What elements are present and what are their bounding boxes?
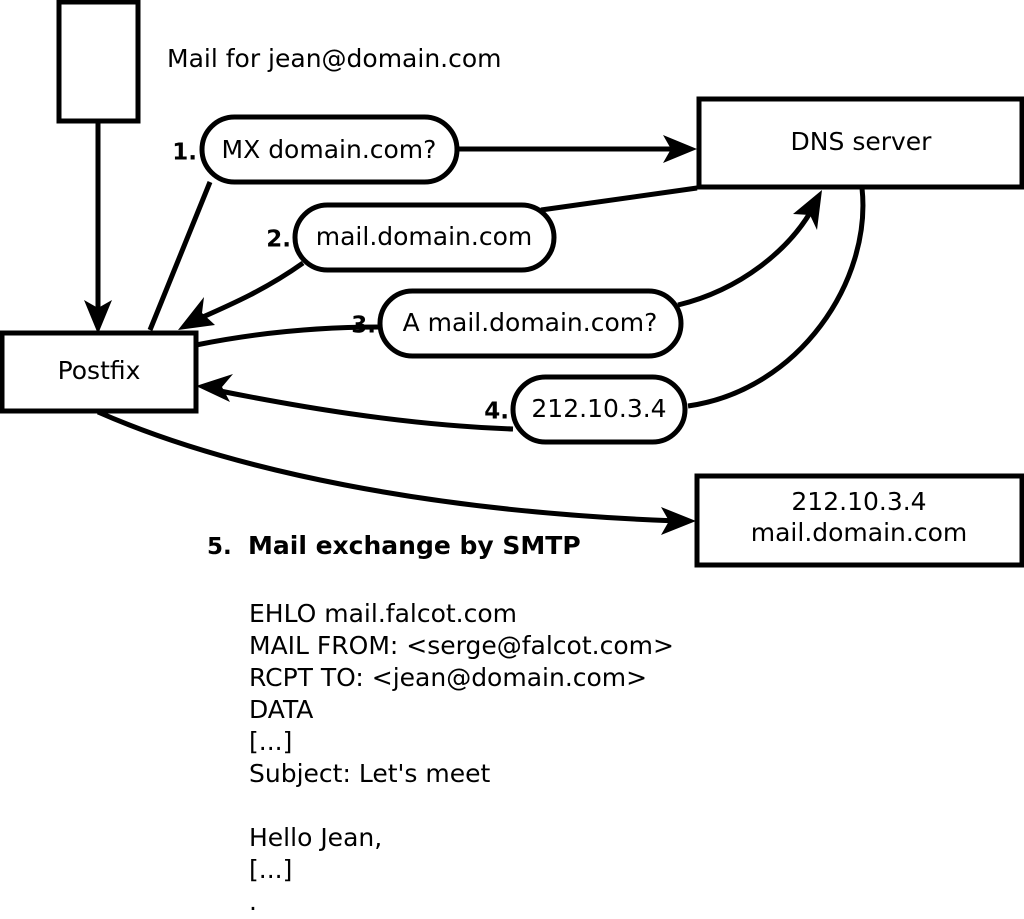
message-bubble-3[interactable]: A mail.domain.com? bbox=[377, 288, 684, 359]
edge-step1-bubble-to-dns bbox=[458, 135, 697, 163]
edge-step3-postfix-to-bubble bbox=[195, 324, 381, 348]
transcript-line-8: [...] bbox=[249, 855, 292, 884]
step-number-3: 3. bbox=[351, 313, 376, 339]
node-mail-server-ip: 212.10.3.4 bbox=[791, 487, 926, 516]
step-number-5: 5. bbox=[207, 534, 232, 560]
edge-step4-dns-to-bubble bbox=[687, 187, 866, 409]
node-postfix[interactable]: Postfix bbox=[0, 330, 199, 414]
smtp-transcript: EHLO mail.falcot.com MAIL FROM: <serge@f… bbox=[249, 599, 674, 916]
transcript-line-5: Subject: Let's meet bbox=[249, 759, 490, 788]
mail-for-caption: Mail for jean@domain.com bbox=[167, 44, 502, 73]
node-client[interactable] bbox=[56, 0, 141, 124]
edge-step1-postfix-to-bubble bbox=[147, 181, 213, 331]
node-dns-server[interactable]: DNS server bbox=[696, 96, 1024, 190]
transcript-line-9: . bbox=[249, 887, 257, 916]
message-bubble-1[interactable]: MX domain.com? bbox=[199, 114, 460, 185]
message-bubble-3-label: A mail.domain.com? bbox=[403, 308, 658, 337]
message-bubble-2[interactable]: mail.domain.com bbox=[292, 202, 557, 273]
message-bubble-4-label: 212.10.3.4 bbox=[531, 394, 666, 423]
step-number-4: 4. bbox=[484, 399, 509, 425]
node-mail-server-hostname: mail.domain.com bbox=[751, 518, 967, 547]
transcript-line-2: RCPT TO: <jean@domain.com> bbox=[249, 663, 647, 692]
transcript-line-3: DATA bbox=[249, 695, 313, 724]
transcript-line-0: EHLO mail.falcot.com bbox=[249, 599, 517, 628]
message-bubble-4[interactable]: 212.10.3.4 bbox=[510, 374, 688, 445]
transcript-line-1: MAIL FROM: <serge@falcot.com> bbox=[249, 631, 674, 660]
edge-client-to-postfix bbox=[84, 121, 112, 334]
step-number-1: 1. bbox=[172, 140, 197, 166]
node-mail-server[interactable]: 212.10.3.4 mail.domain.com bbox=[694, 473, 1024, 568]
step-5-label: Mail exchange by SMTP bbox=[248, 531, 581, 560]
edge-step2-dns-to-bubble bbox=[540, 185, 698, 213]
message-bubble-1-label: MX domain.com? bbox=[222, 135, 437, 164]
transcript-line-7: Hello Jean, bbox=[249, 823, 382, 852]
step-number-2: 2. bbox=[266, 227, 291, 253]
edge-step2-bubble-to-postfix bbox=[178, 260, 305, 330]
edge-step3-bubble-to-dns bbox=[677, 190, 822, 308]
edge-step4-bubble-to-postfix bbox=[196, 374, 514, 432]
node-dns-server-label: DNS server bbox=[791, 127, 933, 156]
transcript-line-4: [...] bbox=[249, 727, 292, 756]
node-postfix-label: Postfix bbox=[58, 356, 141, 385]
edge-step5-postfix-to-mailserver bbox=[96, 409, 696, 535]
message-bubble-2-label: mail.domain.com bbox=[316, 222, 532, 251]
